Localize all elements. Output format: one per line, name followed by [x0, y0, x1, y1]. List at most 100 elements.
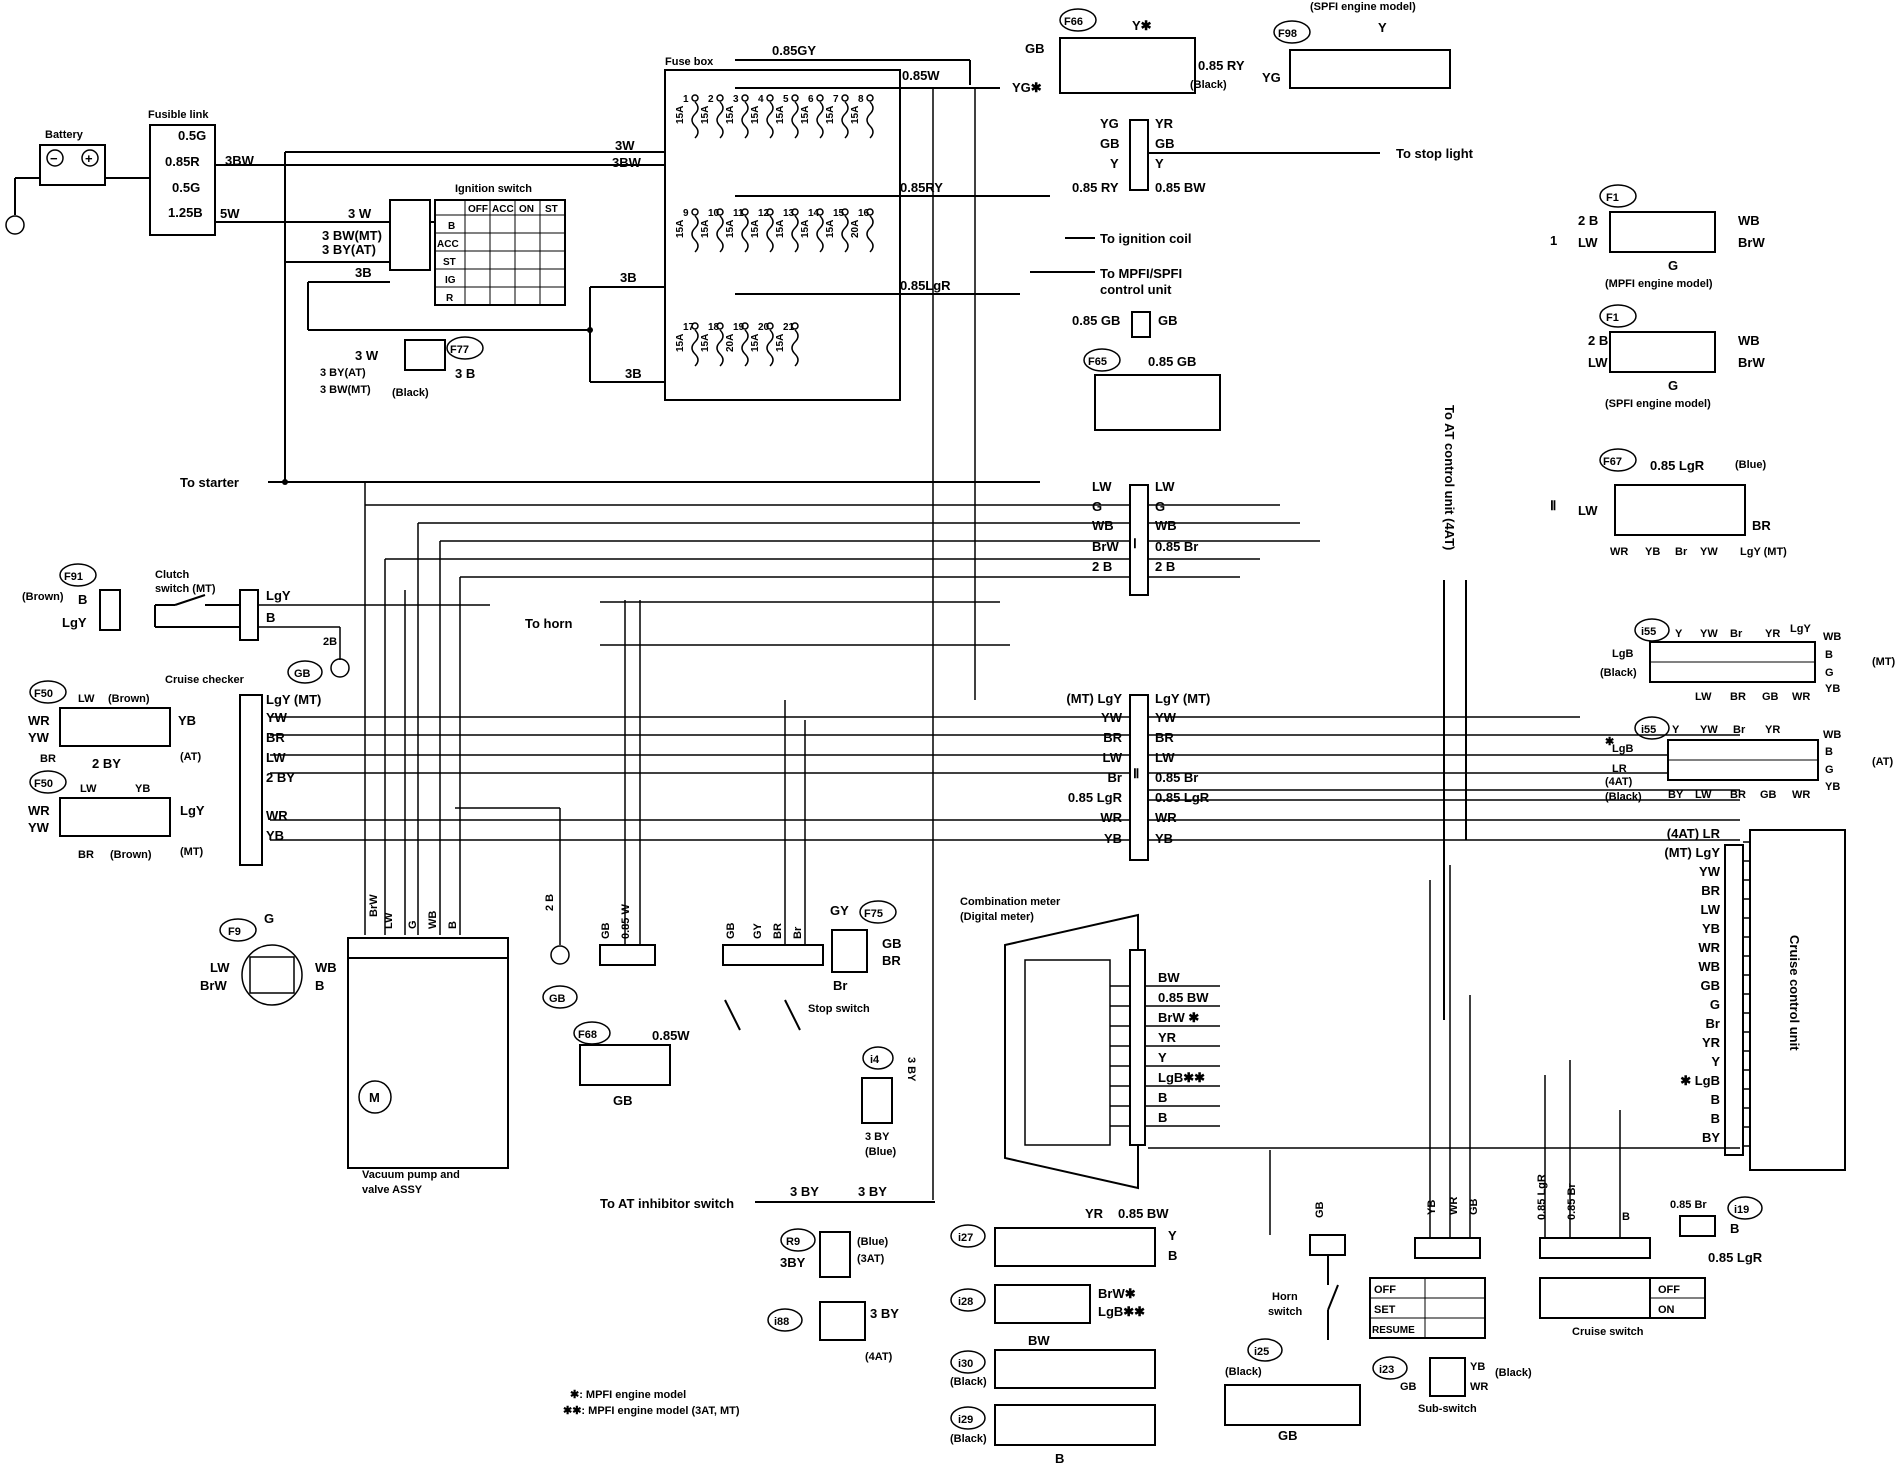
connector-f66: F66 GB Y✱ 0.85 RY (Black) YG✱	[1012, 8, 1245, 95]
horn-switch-title: Horn	[1272, 1291, 1298, 1303]
fusible-link-3: 1.25B	[168, 205, 203, 220]
connector-f65: F65 0.85 GB	[1083, 348, 1221, 431]
f1-mpfi-num: 1	[1550, 233, 1557, 248]
i4-id: i4	[870, 1054, 880, 1066]
to-at-inhibitor: To AT inhibitor switch	[600, 1196, 734, 1211]
f50-mt-brown: (Brown)	[110, 849, 152, 861]
f91-color: (Brown)	[22, 591, 64, 603]
fusible-link-2: 0.5G	[172, 180, 200, 195]
i55-mt-black: (Black)	[1600, 667, 1637, 679]
f75-gb: GB	[882, 936, 902, 951]
i55-at-wr: WR	[1792, 789, 1810, 801]
i55-at-black: (Black)	[1605, 791, 1642, 803]
ign-in-3w: 3 W	[348, 206, 372, 221]
i25-id: i25	[1254, 1346, 1269, 1358]
ccu-pin-1: (MT) LgY	[1664, 845, 1720, 860]
i28-id: i28	[958, 1296, 973, 1308]
connector-f50-at: F50 LW (Brown) WR YW YB BR 2 BY (AT)	[28, 680, 202, 771]
conn-i-right-1: G	[1155, 499, 1165, 514]
i88-id: i88	[774, 1316, 789, 1328]
sub-row-set: SET	[1374, 1304, 1396, 1316]
fuse-20-number: 20	[758, 322, 770, 333]
f67-yb: YB	[1645, 546, 1660, 558]
fuse-17-amp: 15A	[675, 334, 686, 352]
f1-spfi-wb: WB	[1738, 333, 1760, 348]
fuse-20-amp: 15A	[750, 334, 761, 352]
conn-i-left-0: LW	[1092, 479, 1112, 494]
vertical-wires	[364, 88, 976, 1200]
checker-wire-1: YW	[266, 710, 288, 725]
vp-lw: LW	[383, 912, 395, 929]
conn-i-right-0: LW	[1155, 479, 1175, 494]
f50-mt-tag: (MT)	[180, 846, 204, 858]
f66-id: F66	[1064, 16, 1083, 28]
vacuum-pump: BrW LW G WB B M Vacuum pump and valve AS…	[347, 894, 509, 1196]
meter-pin-1: 0.85 BW	[1158, 990, 1209, 1005]
bus-wires	[1148, 865, 1740, 1238]
i4-3by: 3 BY	[865, 1131, 890, 1143]
vp-motor: M	[369, 1090, 380, 1105]
f68-gb: GB	[613, 1093, 633, 1108]
connector-i55-at: i55 Y YW Br YR WB ✱ LgB LR (4AT) (Black)…	[1605, 716, 1894, 803]
sub-gb: GB	[1468, 1198, 1480, 1215]
ccu-pin-6: WR	[1698, 940, 1720, 955]
i55-mt-yr: YR	[1765, 628, 1780, 640]
ground-gb2-wire: 2 B	[544, 894, 556, 911]
i4-blue: (Blue)	[865, 1146, 897, 1158]
connector-i88: i88 3 BY (4AT)	[767, 1301, 899, 1363]
f67-top: 0.85 LgR	[1650, 458, 1705, 473]
f67-lgy: LgY (MT)	[1740, 546, 1787, 558]
sub-label-black: (Black)	[1495, 1367, 1532, 1379]
f50-at-yw: YW	[28, 730, 50, 745]
sub-wr: WR	[1448, 1197, 1460, 1215]
i27-085bw: 0.85 BW	[1118, 1206, 1169, 1221]
checker-wire-0: LgY (MT)	[266, 692, 321, 707]
i55-mt-tag: (MT)	[1872, 656, 1896, 668]
horn-wire: GB	[1314, 1201, 1326, 1218]
f67-color: (Blue)	[1735, 459, 1767, 471]
ct-right-yr: YR	[1155, 116, 1174, 131]
cruise-switch-title: Cruise switch	[1572, 1326, 1644, 1338]
fuse-19-number: 19	[733, 322, 745, 333]
to-starter-label: To starter	[180, 475, 239, 490]
fuse-8-amp: 15A	[850, 106, 861, 124]
fuse-9-number: 9	[683, 208, 689, 219]
wire-3b-b: 3B	[625, 366, 642, 381]
fuse-15-number: 15	[833, 208, 845, 219]
i55-at-gb: GB	[1760, 789, 1777, 801]
stop-gy: GY	[752, 922, 764, 939]
legend-1: ✱: MPFI engine model	[570, 1389, 686, 1401]
f77-id: F77	[450, 344, 469, 356]
f1-spfi-2b: 2 B	[1588, 333, 1608, 348]
f65-label: 0.85 GB	[1148, 354, 1196, 369]
f67-id: F67	[1603, 456, 1622, 468]
sub-row-off: OFF	[1374, 1284, 1396, 1296]
checker-wire-2: BR	[266, 730, 285, 745]
i55-mt-id: i55	[1641, 626, 1656, 638]
to-stop-light: To stop light	[1396, 146, 1474, 161]
i27-b: B	[1168, 1248, 1177, 1263]
f1-mpfi-id: F1	[1606, 192, 1619, 204]
horn-switch-title-2: switch	[1268, 1306, 1303, 1318]
battery-pos: +	[85, 151, 93, 166]
cs-085lgr: 0.85 LgR	[1536, 1174, 1548, 1220]
f66-black: (Black)	[1190, 79, 1227, 91]
ign-row-st: ST	[443, 257, 456, 268]
i55-mt-lgy: LgY	[1790, 623, 1811, 635]
fusible-link: Fusible link 0.5G 0.85R 0.5G 1.25B	[148, 109, 216, 236]
combination-meter-subtitle: (Digital meter)	[960, 911, 1034, 923]
f68-gb-wire: GB	[600, 922, 612, 939]
conn-i-left-4: 2 B	[1092, 559, 1112, 574]
f1-spfi-id: F1	[1606, 312, 1619, 324]
to-horn: To horn	[525, 616, 572, 631]
i28-lgb: LgB✱✱	[1098, 1304, 1145, 1319]
ign-row-r: R	[446, 293, 454, 304]
f50-mt-lw: LW	[80, 783, 97, 795]
conn-i-left-1: G	[1092, 499, 1102, 514]
to-mpfi: To MPFI/SPFI	[1100, 266, 1182, 281]
i27-yr: YR	[1085, 1206, 1104, 1221]
connector-f91: F91 (Brown) B LgY	[22, 563, 121, 631]
wire-085gy: 0.85GY	[772, 43, 816, 58]
vp-g: G	[407, 920, 419, 929]
